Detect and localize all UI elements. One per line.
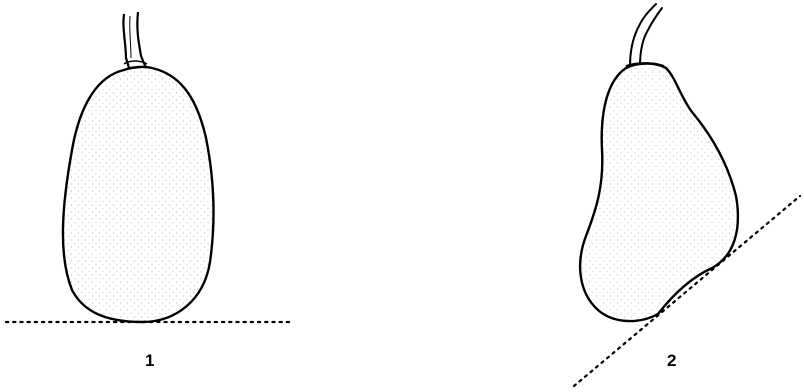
stem-1: [123, 12, 146, 68]
fruit-2: [574, 4, 800, 386]
figure-label-2: 2: [667, 352, 676, 369]
fruit-1: [6, 12, 292, 322]
stem-2: [630, 4, 662, 66]
figure-label-1: 1: [145, 352, 154, 369]
